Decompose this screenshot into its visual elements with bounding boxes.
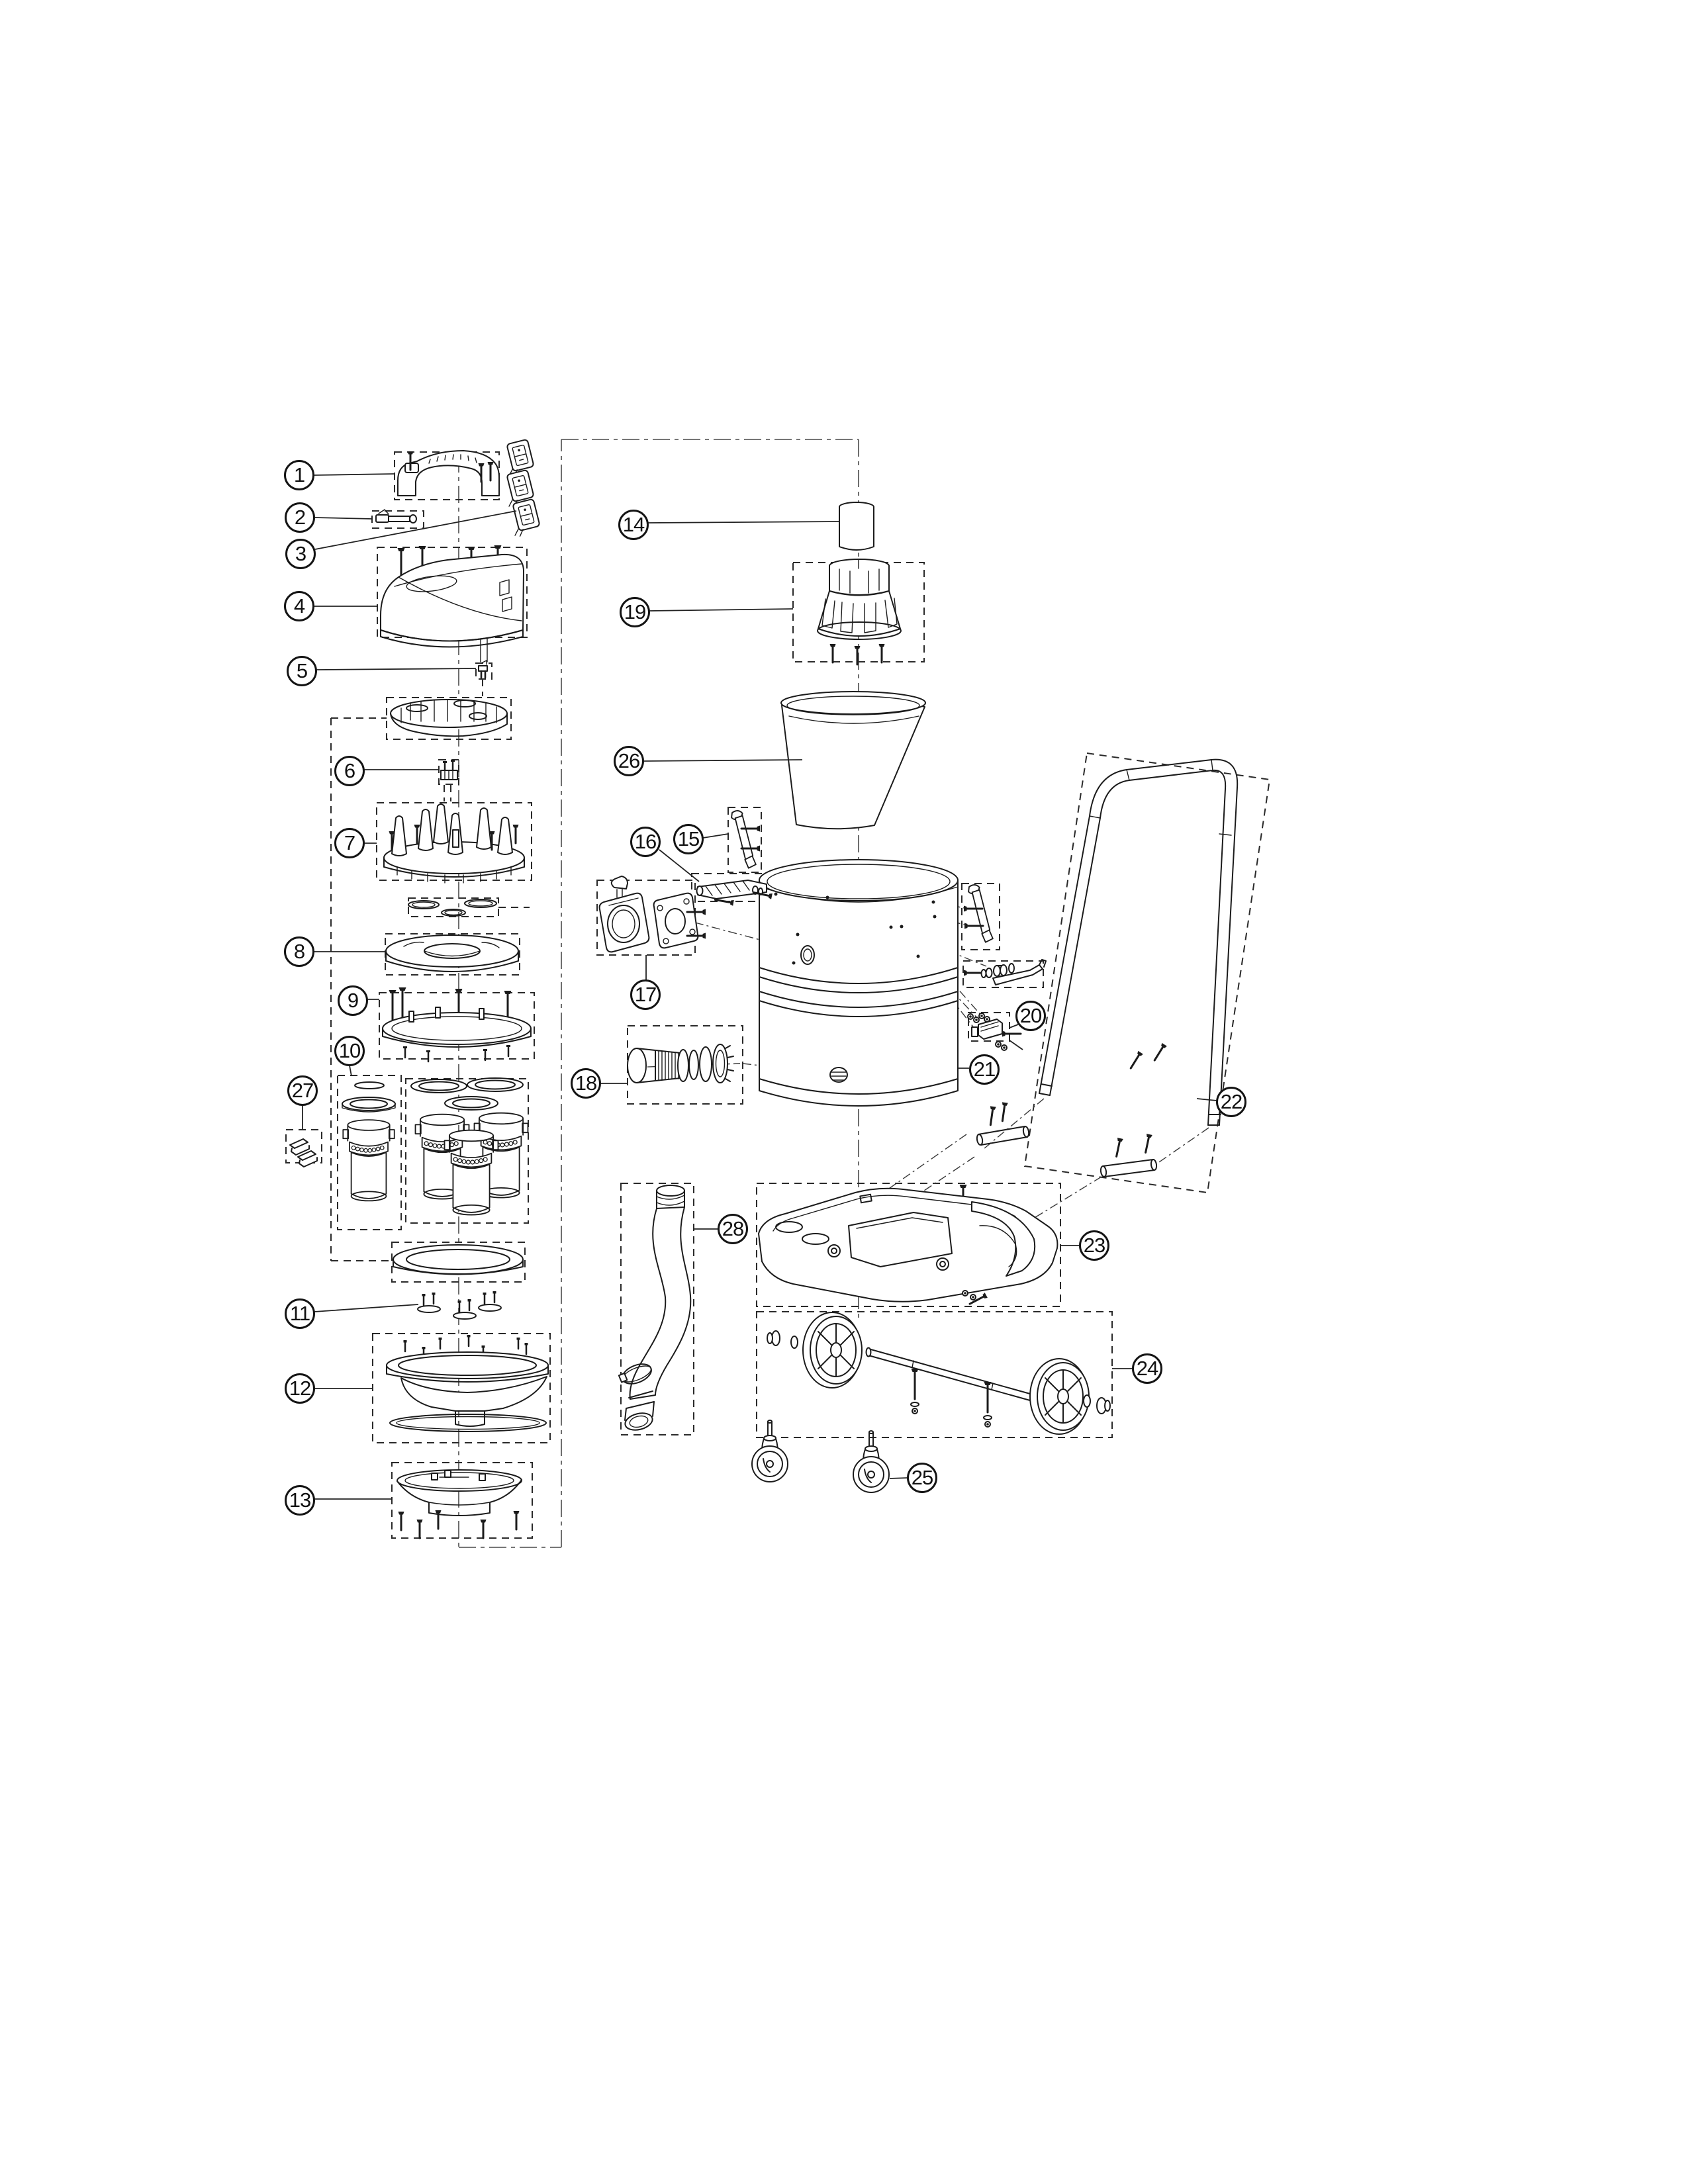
- callout-12: 12: [285, 1373, 315, 1404]
- part-gasket-set: [408, 899, 497, 917]
- callout-23: 23: [1079, 1230, 1109, 1261]
- part-5-clip: [478, 660, 488, 679]
- part-2-elbow-fitting: [375, 509, 417, 523]
- callout-14: 14: [618, 510, 649, 540]
- part-boxes: [285, 451, 1271, 1539]
- part-cord-hook-bracket: [962, 959, 1047, 985]
- part-1-carry-handle: [397, 450, 500, 496]
- part-cam-plate: [390, 699, 508, 737]
- callout-19: 19: [620, 597, 650, 627]
- callout-21: 21: [969, 1054, 1000, 1085]
- part-20-cord-clip: [967, 1013, 1022, 1051]
- callout-10: 10: [334, 1036, 365, 1066]
- part-seal-ring: [393, 1244, 524, 1275]
- callout-22: 22: [1216, 1087, 1246, 1117]
- callout-11: 11: [285, 1298, 315, 1329]
- callout-18: 18: [571, 1068, 601, 1099]
- part-13-diffuser-plate: [397, 1469, 522, 1539]
- part-23-dolly-base: [758, 1183, 1058, 1308]
- part-11-mounting-feet: [418, 1291, 501, 1319]
- callout-16: 16: [630, 827, 661, 857]
- callout-3: 3: [285, 539, 316, 569]
- callout-2: 2: [285, 502, 315, 533]
- part-motor-set: [410, 1077, 529, 1216]
- callout-9: 9: [338, 985, 368, 1016]
- callout-17: 17: [630, 979, 661, 1010]
- callout-26: 26: [614, 746, 644, 776]
- callout-6: 6: [334, 756, 365, 786]
- callout-15: 15: [673, 824, 704, 854]
- part-15-latch-left: [731, 810, 761, 869]
- callout-leader-lines: [302, 473, 1217, 1500]
- callout-20: 20: [1015, 1001, 1046, 1031]
- part-3-rocker-switches: [500, 438, 542, 538]
- part-17-inlet-port: [598, 876, 707, 953]
- callout-1: 1: [284, 460, 314, 490]
- callout-24: 24: [1132, 1353, 1162, 1384]
- part-21-tank: [759, 859, 959, 1107]
- callout-7: 7: [334, 828, 365, 858]
- part-19-float-cage: [817, 559, 902, 666]
- part-16-inlet-deflector: [696, 880, 774, 907]
- part-9-baffle-plate: [382, 986, 532, 1063]
- part-6-terminal-block: [440, 758, 458, 780]
- callout-4: 4: [284, 591, 314, 621]
- part-24-axle-and-wheels: [767, 1312, 1111, 1435]
- part-7-motor-mount-plate: [383, 803, 525, 884]
- part-28-drain-hose: [618, 1185, 692, 1431]
- callout-8: 8: [284, 936, 314, 967]
- part-10-single-motor: [342, 1081, 396, 1202]
- callout-28: 28: [718, 1214, 748, 1244]
- part-22-cart-handle-frame: [976, 758, 1239, 1177]
- part-4-motor-cover-lid: [380, 544, 524, 662]
- part-25-casters: [751, 1420, 890, 1493]
- part-12-motor-housing: [386, 1334, 549, 1432]
- part-latch-right: [962, 884, 994, 943]
- callout-13: 13: [285, 1485, 315, 1516]
- callout-5: 5: [287, 656, 317, 686]
- part-18-drain-fitting: [627, 1044, 734, 1083]
- part-14-outlet-tube: [839, 502, 874, 551]
- callout-27: 27: [287, 1075, 318, 1106]
- part-8-foam-ring: [385, 934, 519, 972]
- part-26-filter-bucket: [780, 691, 926, 830]
- part-27-carbon-brushes: [289, 1138, 318, 1167]
- callout-25: 25: [907, 1463, 937, 1493]
